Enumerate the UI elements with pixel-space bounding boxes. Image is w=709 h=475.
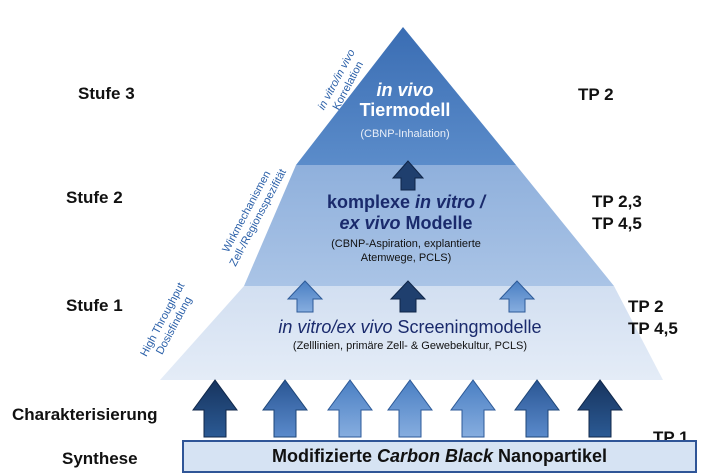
tier-middle-l2-italic: ex vivo [339,213,401,233]
arrow-row [192,379,623,438]
tier-bottom-title-italic: in vitro/ex vivo [278,317,393,337]
tier-bottom-title: in vitro/ex vivo Screeningmodelle [210,316,610,338]
tier-middle-line1: komplexe in vitro / [295,192,517,213]
tp-tier2-line2: TP 4,5 [592,214,642,233]
base-arrow-2-icon [262,379,308,438]
tp-tier2-line1: TP 2,3 [592,192,642,211]
tier-top-italic-title: in vivo [376,80,434,100]
tier-middle-line2: ex vivo Modelle [295,213,517,234]
base-arrow-7-icon [577,379,623,438]
tier-middle-sub2: Atemwege, PCLS) [360,252,452,264]
tp-tier2: TP 2,3 TP 4,5 [592,191,642,235]
tier-middle-l1-plain: komplexe [326,192,416,212]
level-stufe3-label: Stufe 3 [78,84,135,103]
tp-tier1-line1: TP 2 [628,297,664,316]
arrow-mid-center-icon [389,280,427,313]
tp-tier1-line2: TP 4,5 [628,319,678,338]
tier-bottom-text: in vitro/ex vivo Screeningmodelle (Zelll… [210,316,610,354]
base-arrow-3-icon [327,379,373,438]
arrow-top-icon [391,160,425,191]
level-synthese-label: Synthese [62,449,138,468]
level-stufe2-label: Stufe 2 [66,188,123,207]
tier-top-text: in vivo Tiermodell (CBNP-Inhalation) [330,80,480,144]
tier-bottom-trapezoid [160,286,663,380]
tier-middle-trapezoid [244,165,614,286]
base-arrow-6-icon [514,379,560,438]
base-nanoparticle-box: Modifizierte Carbon Black Nanopartikel [182,440,697,473]
tier-bottom-title-plain: Screeningmodelle [392,317,542,337]
tier-middle-l1-italic: in vitro / [415,192,486,212]
level-stufe1-label: Stufe 1 [66,296,123,315]
tp-tier3: TP 2 [578,85,614,104]
tier-top-title: Tiermodell [359,100,451,120]
base-arrow-1-icon [192,379,238,438]
tier-bottom-sub: (Zelllinien, primäre Zell- & Gewebekultu… [292,340,528,352]
tier-middle-sub1: (CBNP-Aspiration, explantierte [331,238,481,250]
tier-middle-l2-plain: Modelle [400,213,473,233]
base-plain2: Nanopartikel [493,446,608,466]
tier-middle-text: komplexe in vitro / ex vivo Modelle (CBN… [295,192,517,265]
level-charakterisierung-label: Charakterisierung [12,405,158,424]
arrow-mid-left-icon [286,280,324,313]
tier-top-sub: (CBNP-Inhalation) [360,128,450,140]
base-arrow-4-icon [387,379,433,438]
base-italic: Carbon Black [376,446,494,466]
tp-tier1: TP 2 TP 4,5 [628,296,678,340]
base-plain1: Modifizierte [271,446,377,466]
tier-top-triangle [296,27,516,165]
arrow-mid-right-icon [498,280,536,313]
base-arrow-5-icon [450,379,496,438]
